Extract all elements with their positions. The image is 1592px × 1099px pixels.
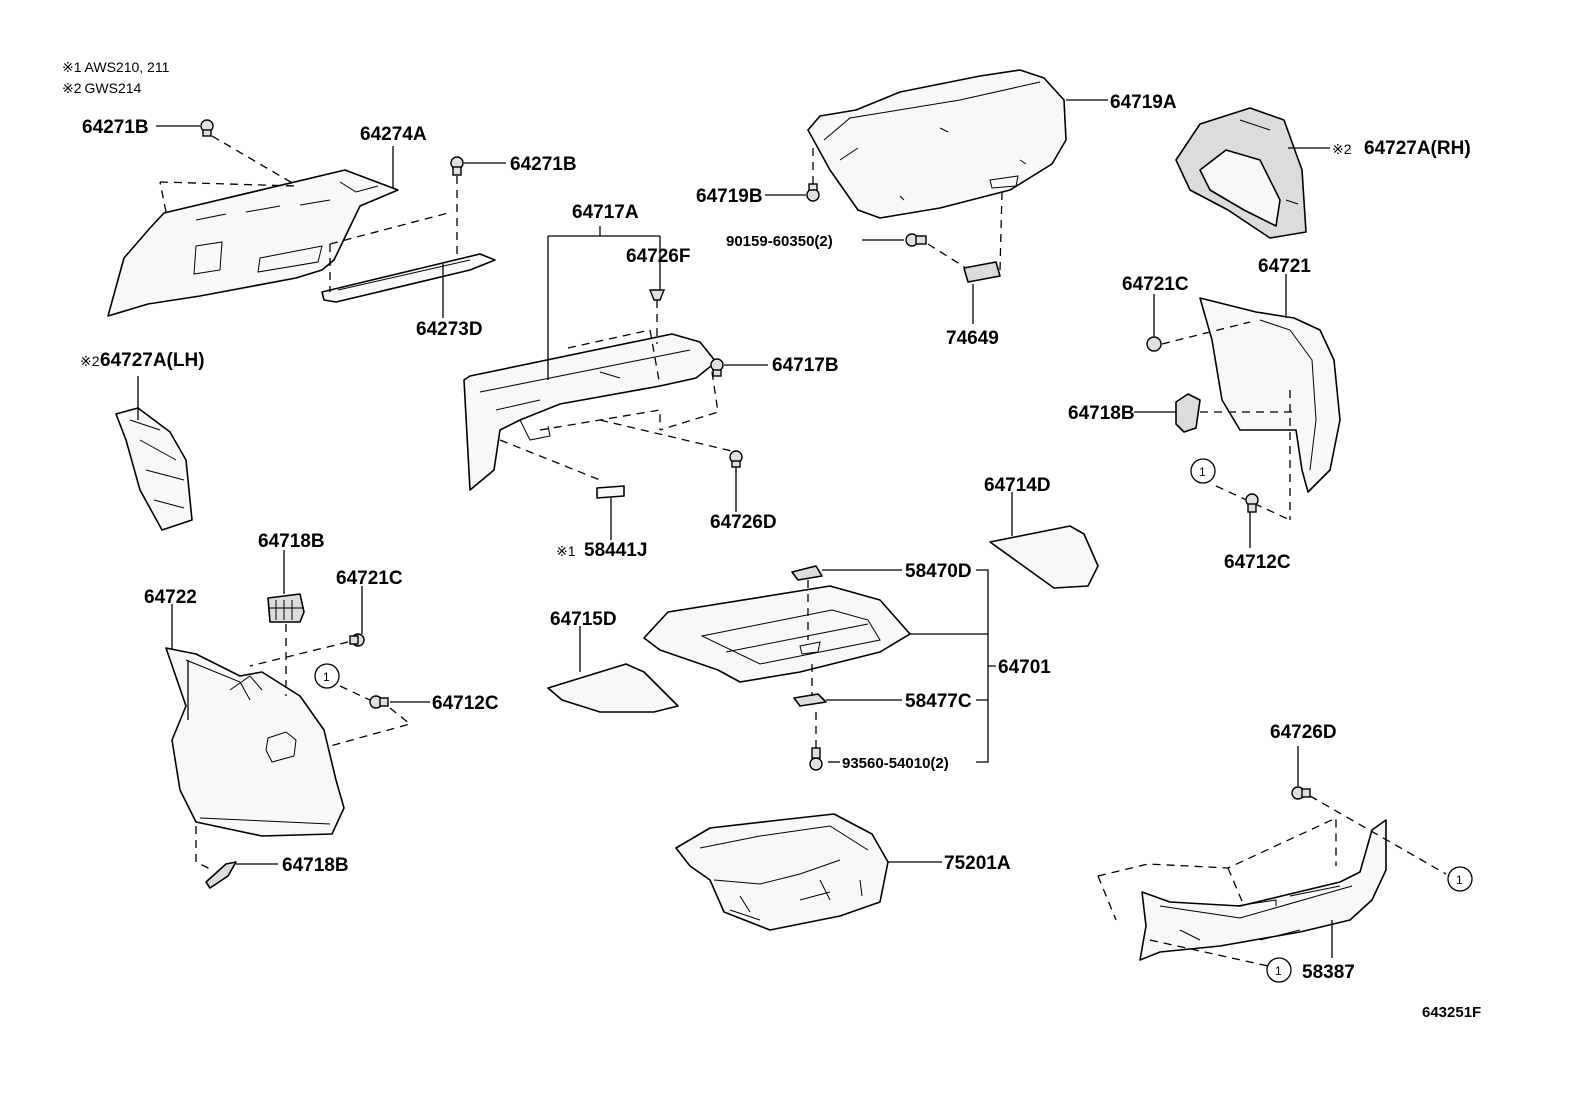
callout-64717B: 64717B xyxy=(772,355,839,376)
callout-74649: 74649 xyxy=(946,328,999,349)
part-64718B-b xyxy=(267,593,305,623)
fastener-64726F xyxy=(648,289,666,301)
part-64701-floor-board xyxy=(643,585,911,683)
callout-64727A-LH: 64727A(LH) xyxy=(100,350,205,371)
callout-64718B-b: 64718B xyxy=(258,531,325,552)
fastener-64271B-b xyxy=(450,156,464,176)
callout-64712C-a: 64712C xyxy=(1224,552,1291,573)
fastener-64712C-b xyxy=(369,695,389,709)
part-64718B-c xyxy=(205,861,237,889)
part-64274A-tray-trim xyxy=(107,169,399,317)
callout-64714D: 64714D xyxy=(984,475,1051,496)
part-64722-side-trim-LH xyxy=(165,647,345,837)
fastener-64726D-b xyxy=(1291,786,1311,800)
fastener-64719B xyxy=(806,183,820,202)
callout-58470D: 58470D xyxy=(905,561,972,582)
callout-64727A-RH-mark: ※2 xyxy=(1332,141,1352,157)
fastener-64712C-a xyxy=(1245,493,1259,513)
callout-90159: 90159-60350(2) xyxy=(726,233,833,250)
part-64714D xyxy=(989,525,1099,589)
ref-circle-1-d-label: 1 xyxy=(1275,964,1282,978)
callout-64718B-c: 64718B xyxy=(282,855,349,876)
screw-93560 xyxy=(809,747,823,771)
callout-58441J: 58441J xyxy=(584,540,647,561)
callout-64712C-b: 64712C xyxy=(432,693,499,714)
ref-circle-1-b-label: 1 xyxy=(323,670,330,684)
callout-64719B: 64719B xyxy=(696,186,763,207)
fastener-90159 xyxy=(905,233,927,247)
part-64727A-LH xyxy=(115,407,193,531)
part-64721-side-trim-RH xyxy=(1199,297,1341,493)
callout-64721C-b: 64721C xyxy=(336,568,403,589)
fastener-64271B-a xyxy=(200,119,214,137)
part-64715D xyxy=(547,663,679,713)
callout-64721C-a: 64721C xyxy=(1122,274,1189,295)
callout-64274A: 64274A xyxy=(360,124,427,145)
part-64717A-rear-panel-trim xyxy=(463,333,717,491)
ref-circle-1-a xyxy=(1190,458,1216,484)
callout-58477C: 58477C xyxy=(905,691,972,712)
ref-circle-1-c xyxy=(1447,866,1473,892)
callout-75201A: 75201A xyxy=(944,853,1011,874)
callout-64721: 64721 xyxy=(1258,256,1311,277)
callout-64271B-a: 64271B xyxy=(82,117,149,138)
part-75201A-deck-box xyxy=(675,813,889,931)
part-64727A-RH xyxy=(1175,107,1307,239)
figure-code: 643251F xyxy=(1422,1004,1481,1021)
callout-64727A-LH-mark: ※2 xyxy=(80,353,100,369)
part-64718B-a xyxy=(1175,393,1201,433)
callout-93560: 93560-54010(2) xyxy=(842,755,949,772)
callout-64726F: 64726F xyxy=(626,246,690,267)
callout-64273D: 64273D xyxy=(416,319,483,340)
part-64719A-trunk-lid-trim xyxy=(807,69,1067,219)
fastener-64721C-a xyxy=(1146,336,1162,352)
part-74649 xyxy=(963,261,1001,283)
ref-circle-1-c-label: 1 xyxy=(1456,873,1463,887)
fastener-64721C-b xyxy=(349,633,365,647)
callout-64271B-b: 64271B xyxy=(510,154,577,175)
clip-58470D xyxy=(791,565,823,581)
part-64273D-tray-strip xyxy=(321,253,496,303)
callout-64701: 64701 xyxy=(998,657,1051,678)
callout-64718B-a: 64718B xyxy=(1068,403,1135,424)
callout-58387: 58387 xyxy=(1302,962,1355,983)
clip-58477C xyxy=(793,693,827,707)
part-58387-sill-trim xyxy=(1139,819,1387,961)
callout-64726D-a: 64726D xyxy=(710,512,777,533)
callout-64722: 64722 xyxy=(144,587,197,608)
ref-circle-1-d xyxy=(1266,957,1292,983)
callout-64715D: 64715D xyxy=(550,609,617,630)
fastener-64717B xyxy=(710,358,724,377)
ref-circle-1-b xyxy=(314,663,340,689)
callout-64717A: 64717A xyxy=(572,202,639,223)
ref-circle-1-a-label: 1 xyxy=(1199,465,1206,479)
callout-64726D-b: 64726D xyxy=(1270,722,1337,743)
callout-64727A-RH: 64727A(RH) xyxy=(1364,138,1471,159)
part-58441J xyxy=(596,485,625,499)
callout-64719A: 64719A xyxy=(1110,92,1177,113)
fastener-64726D-a xyxy=(729,450,743,468)
callout-58441J-mark: ※1 xyxy=(556,543,576,559)
